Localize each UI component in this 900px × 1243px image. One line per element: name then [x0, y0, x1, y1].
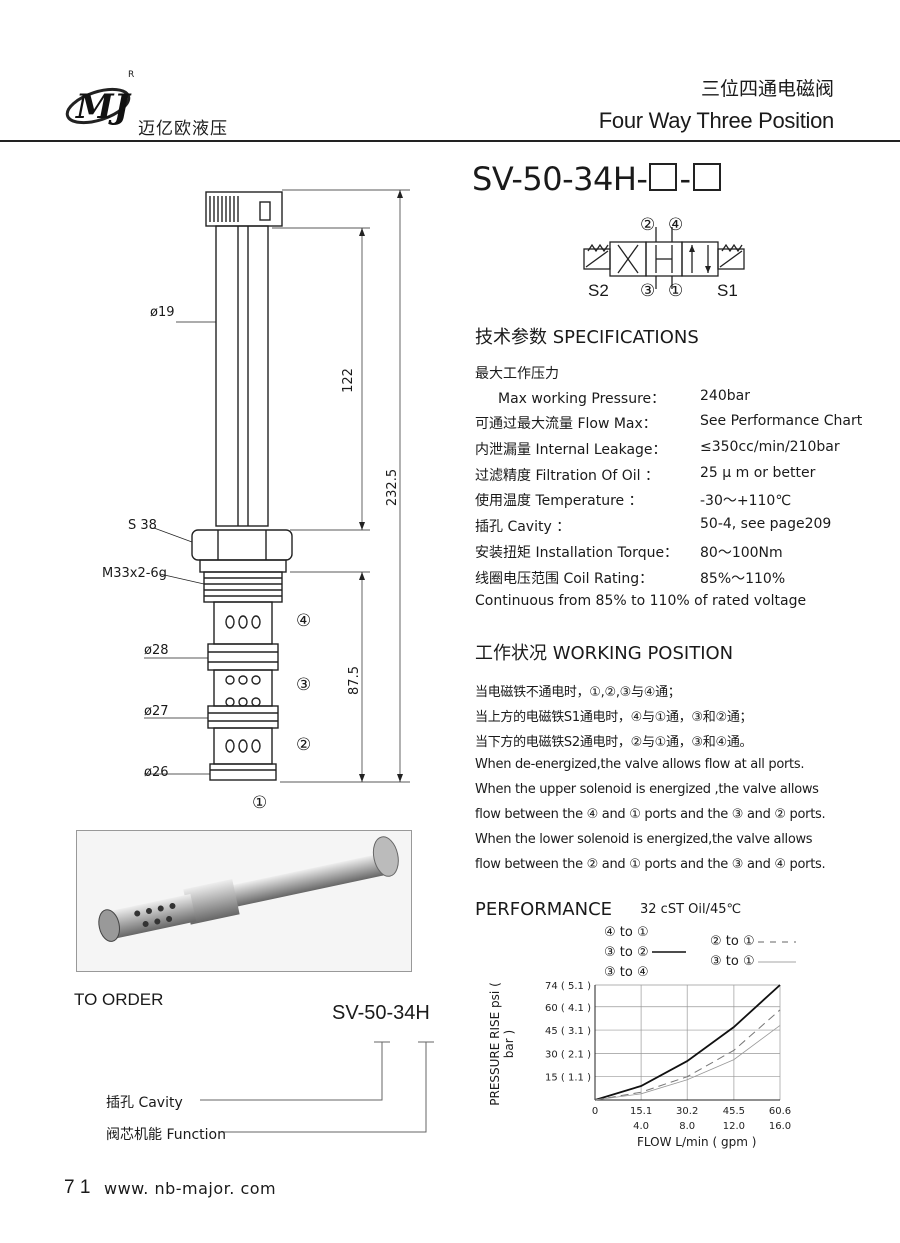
legend-b-1: ③ to ①: [710, 954, 755, 969]
performance-title: PERFORMANCE: [475, 899, 613, 920]
symbol-port-4: ④: [668, 215, 684, 235]
symbol-s1: S1: [717, 281, 738, 300]
series-line-2: [594, 1025, 781, 1101]
spec-value-8: 85%～110%: [700, 571, 786, 587]
logo-mark: MJ: [75, 87, 132, 127]
label-s38: S 38: [128, 518, 157, 533]
x-tick-label: 15.1: [630, 1106, 652, 1117]
performance-chart: 15 ( 1.1 ) 30 ( 2.1 ) 45 ( 3.1 ) 60 ( 4.1 )…: [490, 975, 810, 1155]
label-dim-2325: 232.5: [385, 468, 401, 507]
symbol-port-1: ①: [668, 281, 684, 301]
to-order-title: TO ORDER: [74, 990, 164, 1009]
header-divider: [0, 140, 900, 142]
chart-xlabel: FLOW L/min ( gpm ): [637, 1135, 757, 1149]
spec-label-9: Continuous from 85% to 110% of rated vol…: [475, 593, 807, 609]
performance-condition: 32 cST Oil/45℃: [640, 902, 742, 917]
wp-line-6: When the lower solenoid is energized,the…: [475, 832, 813, 847]
specifications-title: 技术参数 SPECIFICATIONS: [475, 327, 699, 348]
logo: MJ: [62, 74, 132, 134]
y-tick-label: 60 ( 4.1 ): [545, 1003, 591, 1014]
cavity-box: [649, 163, 678, 191]
spec-value-3: ≤350cc/min/210bar: [700, 439, 840, 455]
spec-label-4: 过滤精度 Filtration Of Oil ：: [475, 468, 660, 484]
symbol-port-2: ②: [640, 215, 656, 235]
order-cavity-label: 插孔 Cavity: [106, 1095, 183, 1111]
symbol-s2: S2: [588, 281, 609, 300]
spec-label-0: 最大工作压力: [475, 366, 559, 382]
x-tick-gpm-label: 12.0: [723, 1121, 745, 1132]
spec-label-8: 线圈电压范围 Coil Rating：: [475, 571, 654, 587]
spec-value-1: 240bar: [700, 388, 750, 404]
spec-value-7: 80～100Nm: [700, 545, 783, 561]
order-function-label: 阀芯机能 Function: [106, 1127, 226, 1143]
y-tick-label: 45 ( 3.1 ): [545, 1026, 591, 1037]
chart-ylabel: PRESSURE RISE psi ( bar ): [488, 982, 516, 1106]
product-photo: [76, 830, 412, 972]
y-tick-label: 30 ( 2.1 ): [545, 1049, 591, 1060]
company-name: 迈亿欧液压: [138, 119, 228, 139]
spec-label-6: 插孔 Cavity ：: [475, 519, 571, 535]
order-lines: [100, 1036, 450, 1146]
label-d26: ø26: [144, 765, 169, 780]
model-code: SV-50-34H--: [472, 160, 723, 198]
y-tick-label: 15 ( 1.1 ): [545, 1073, 591, 1084]
valve-drawing: [100, 180, 420, 820]
spec-label-5: 使用温度 Temperature ：: [475, 493, 643, 509]
label-d28: ø28: [144, 643, 169, 658]
spec-value-4: 25 μ m or better: [700, 465, 816, 481]
series-line-0: [594, 984, 781, 1101]
function-box: [692, 163, 721, 191]
legend-swatches: [650, 940, 800, 970]
x-tick-label: 30.2: [676, 1106, 698, 1117]
label-d27: ø27: [144, 704, 169, 719]
wp-line-3: When de-energized,the valve allows flow …: [475, 757, 805, 772]
x-tick-label: 45.5: [723, 1106, 745, 1117]
title-cn: 三位四通电磁阀: [700, 78, 834, 100]
series-line-1: [594, 1009, 781, 1101]
y-tick-label: 74 ( 5.1 ): [545, 981, 591, 992]
wp-line-4: When the upper solenoid is energized ,th…: [475, 782, 819, 797]
spec-value-2: See Performance Chart: [700, 413, 863, 429]
hydraulic-symbol: [580, 215, 750, 300]
working-position-title: 工作状况 WORKING POSITION: [475, 643, 734, 664]
drawing-port-3: ③: [296, 675, 312, 695]
model-sep: -: [679, 160, 691, 198]
spec-value-6: 50-4, see page209: [700, 516, 832, 532]
x-tick-gpm-label: 16.0: [769, 1121, 791, 1132]
label-dim-875: 87.5: [346, 666, 362, 695]
wp-line-5: flow between the ④ and ① ports and the ③…: [475, 807, 826, 822]
x-tick-gpm-label: 8.0: [679, 1121, 695, 1132]
x-tick-gpm-label: 4.0: [633, 1121, 649, 1132]
drawing-port-2: ②: [296, 735, 312, 755]
spec-label-3: 内泄漏量 Internal Leakage：: [475, 442, 667, 458]
label-d19: ø19: [150, 305, 175, 320]
footer-url[interactable]: www. nb-major. com: [104, 1179, 277, 1198]
symbol-port-3: ③: [640, 281, 656, 301]
x-tick-label: 0: [592, 1106, 598, 1117]
registered-mark: R: [128, 70, 135, 80]
legend-a-2: ③ to ④: [604, 965, 649, 980]
spec-label-7: 安装扭矩 Installation Torque：: [475, 545, 679, 561]
drawing-port-1: ①: [252, 793, 268, 813]
legend-b-0: ② to ①: [710, 934, 755, 949]
model-prefix: SV-50-34H-: [472, 160, 648, 198]
wp-line-2: 当下方的电磁铁S2通电时，②与①通，③和④通。: [475, 735, 753, 750]
spec-label-2: 可通过最大流量 Flow Max：: [475, 416, 657, 432]
order-code: SV-50-34H: [332, 1002, 430, 1024]
label-dim-122: 122: [340, 368, 356, 393]
title-en: Four Way Three Position: [598, 108, 835, 133]
spec-label-1: Max working Pressure：: [498, 391, 666, 407]
wp-line-1: 当上方的电磁铁S1通电时，④与①通，③和②通；: [475, 710, 753, 725]
page-number: 7 1: [64, 1177, 91, 1198]
drawing-port-4: ④: [296, 611, 312, 631]
x-tick-label: 60.6: [769, 1106, 791, 1117]
spec-value-5: -30～+110℃: [700, 493, 792, 509]
legend-a-0: ④ to ①: [604, 925, 649, 940]
wp-line-0: 当电磁铁不通电时，①,②,③与④通；: [475, 685, 681, 700]
wp-line-7: flow between the ② and ① ports and the ③…: [475, 857, 826, 872]
label-thread: M33x2-6g: [102, 566, 167, 581]
legend-a-1: ③ to ②: [604, 945, 649, 960]
